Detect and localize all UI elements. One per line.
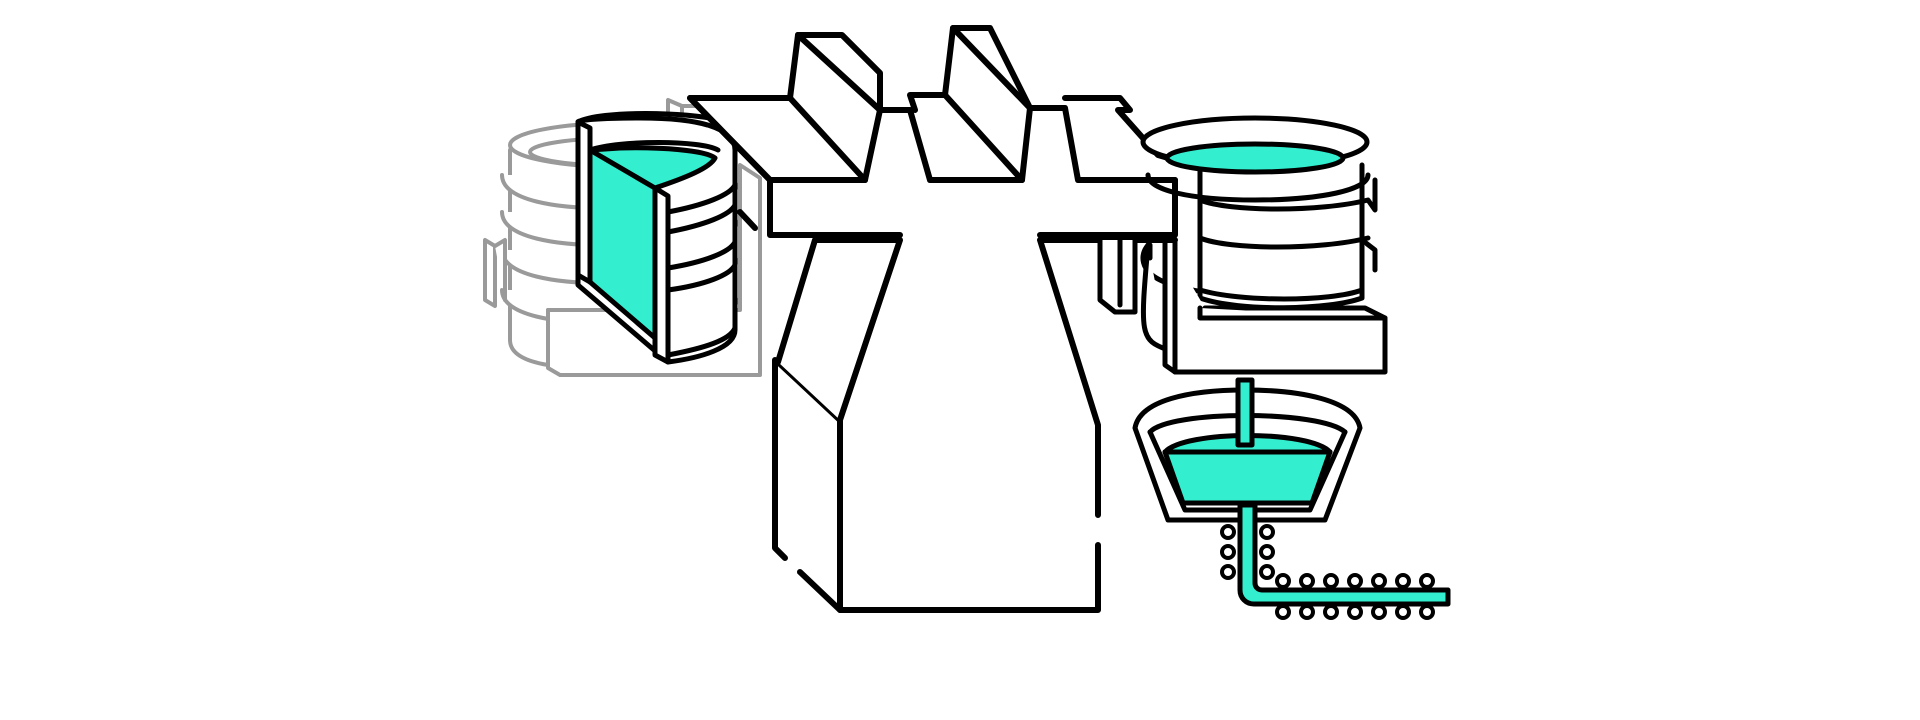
roller-icon — [1395, 604, 1411, 620]
roller-icon — [1347, 604, 1363, 620]
roller-icon — [1323, 573, 1339, 589]
pour-stream — [1235, 377, 1255, 448]
roller-icon — [1299, 573, 1315, 589]
roller-icon — [1275, 573, 1291, 589]
roller-icon — [1220, 544, 1236, 560]
roller-icon — [1419, 573, 1435, 589]
molten-metal-basin — [1162, 449, 1333, 506]
roller-icon — [1259, 564, 1275, 580]
roller-icon — [1299, 604, 1315, 620]
roller-icon — [1347, 573, 1363, 589]
roller-icon — [1275, 604, 1291, 620]
roller-strand-icon — [1220, 524, 1435, 620]
roller-icon — [1259, 524, 1275, 540]
cast-strand — [1237, 502, 1451, 607]
roller-icon — [1220, 564, 1236, 580]
roller-icon — [1220, 524, 1236, 540]
roller-icon — [1395, 573, 1411, 589]
continuous-caster-icon — [1237, 502, 1451, 607]
roller-icon — [1371, 604, 1387, 620]
roller-icon — [1371, 573, 1387, 589]
roller-icon — [1259, 544, 1275, 560]
tundish-icon — [1132, 377, 1363, 523]
converter-vessel-icon — [575, 111, 738, 365]
roller-icon — [1419, 604, 1435, 620]
roller-icon — [1323, 604, 1339, 620]
blast-furnace-icon — [687, 25, 1178, 613]
ladle-icon — [1097, 115, 1388, 375]
